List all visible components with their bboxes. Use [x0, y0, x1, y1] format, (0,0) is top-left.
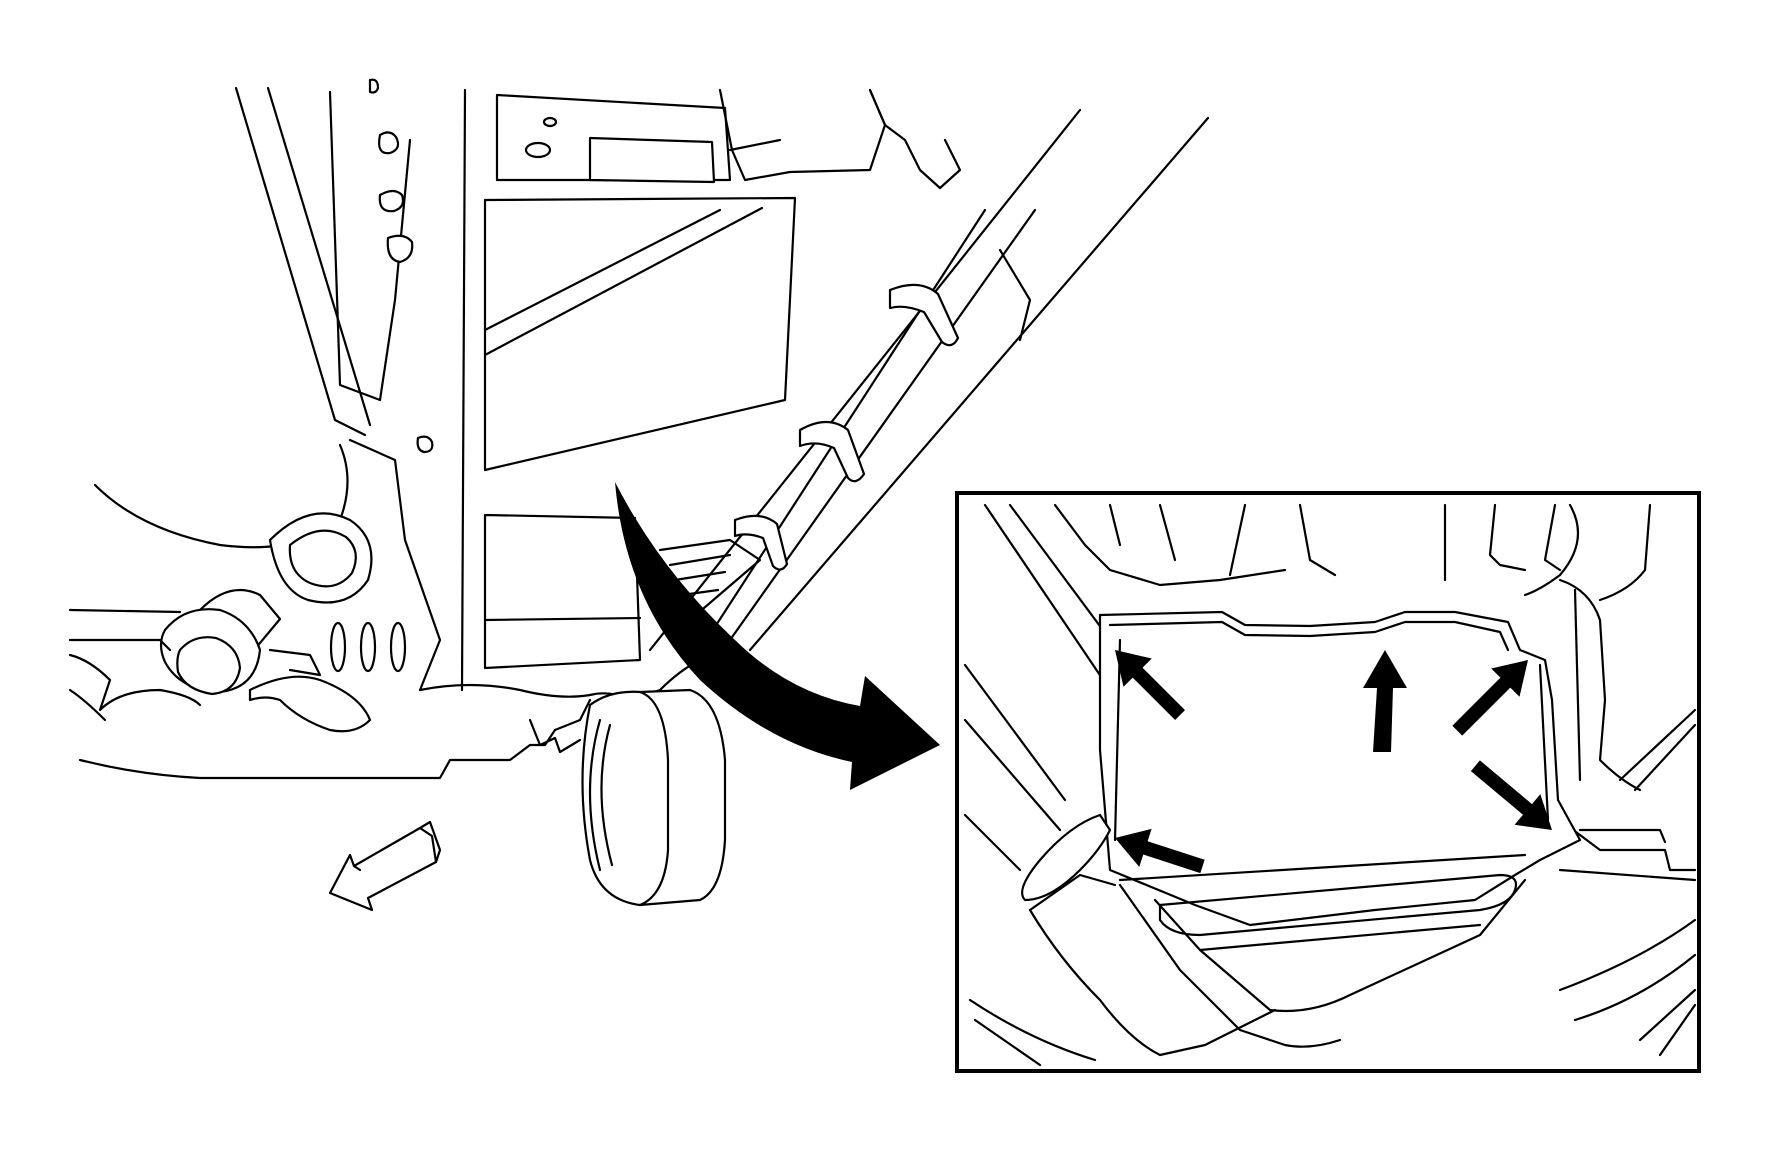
detail-arrow-bottom-right-icon: [1470, 760, 1552, 830]
detail-arrow-top-left-icon: [1115, 650, 1186, 721]
detail-arrow-bottom-left-icon: [1115, 828, 1205, 874]
axle-and-hoses: [68, 443, 702, 780]
main-underbody-view: [68, 78, 1210, 912]
detail-arrow-top-right-icon: [1452, 660, 1528, 736]
exhaust-section: [718, 88, 962, 190]
front-direction-arrow-icon: [328, 820, 442, 912]
side-member: [648, 108, 1210, 652]
frame-rail: [234, 78, 467, 692]
curved-callout-arrow-icon: [615, 482, 940, 790]
detail-crossmember: [1021, 813, 1342, 1057]
detail-heat-shield: [1098, 610, 1582, 1013]
detail-arrows: [1115, 650, 1552, 874]
detail-background-structure: [963, 503, 1697, 1067]
detail-arrow-top-center-icon: [1363, 650, 1407, 752]
detail-inset: [955, 491, 1701, 1073]
fuel-tank-shield: [483, 93, 797, 670]
rear-tire: [581, 688, 727, 907]
